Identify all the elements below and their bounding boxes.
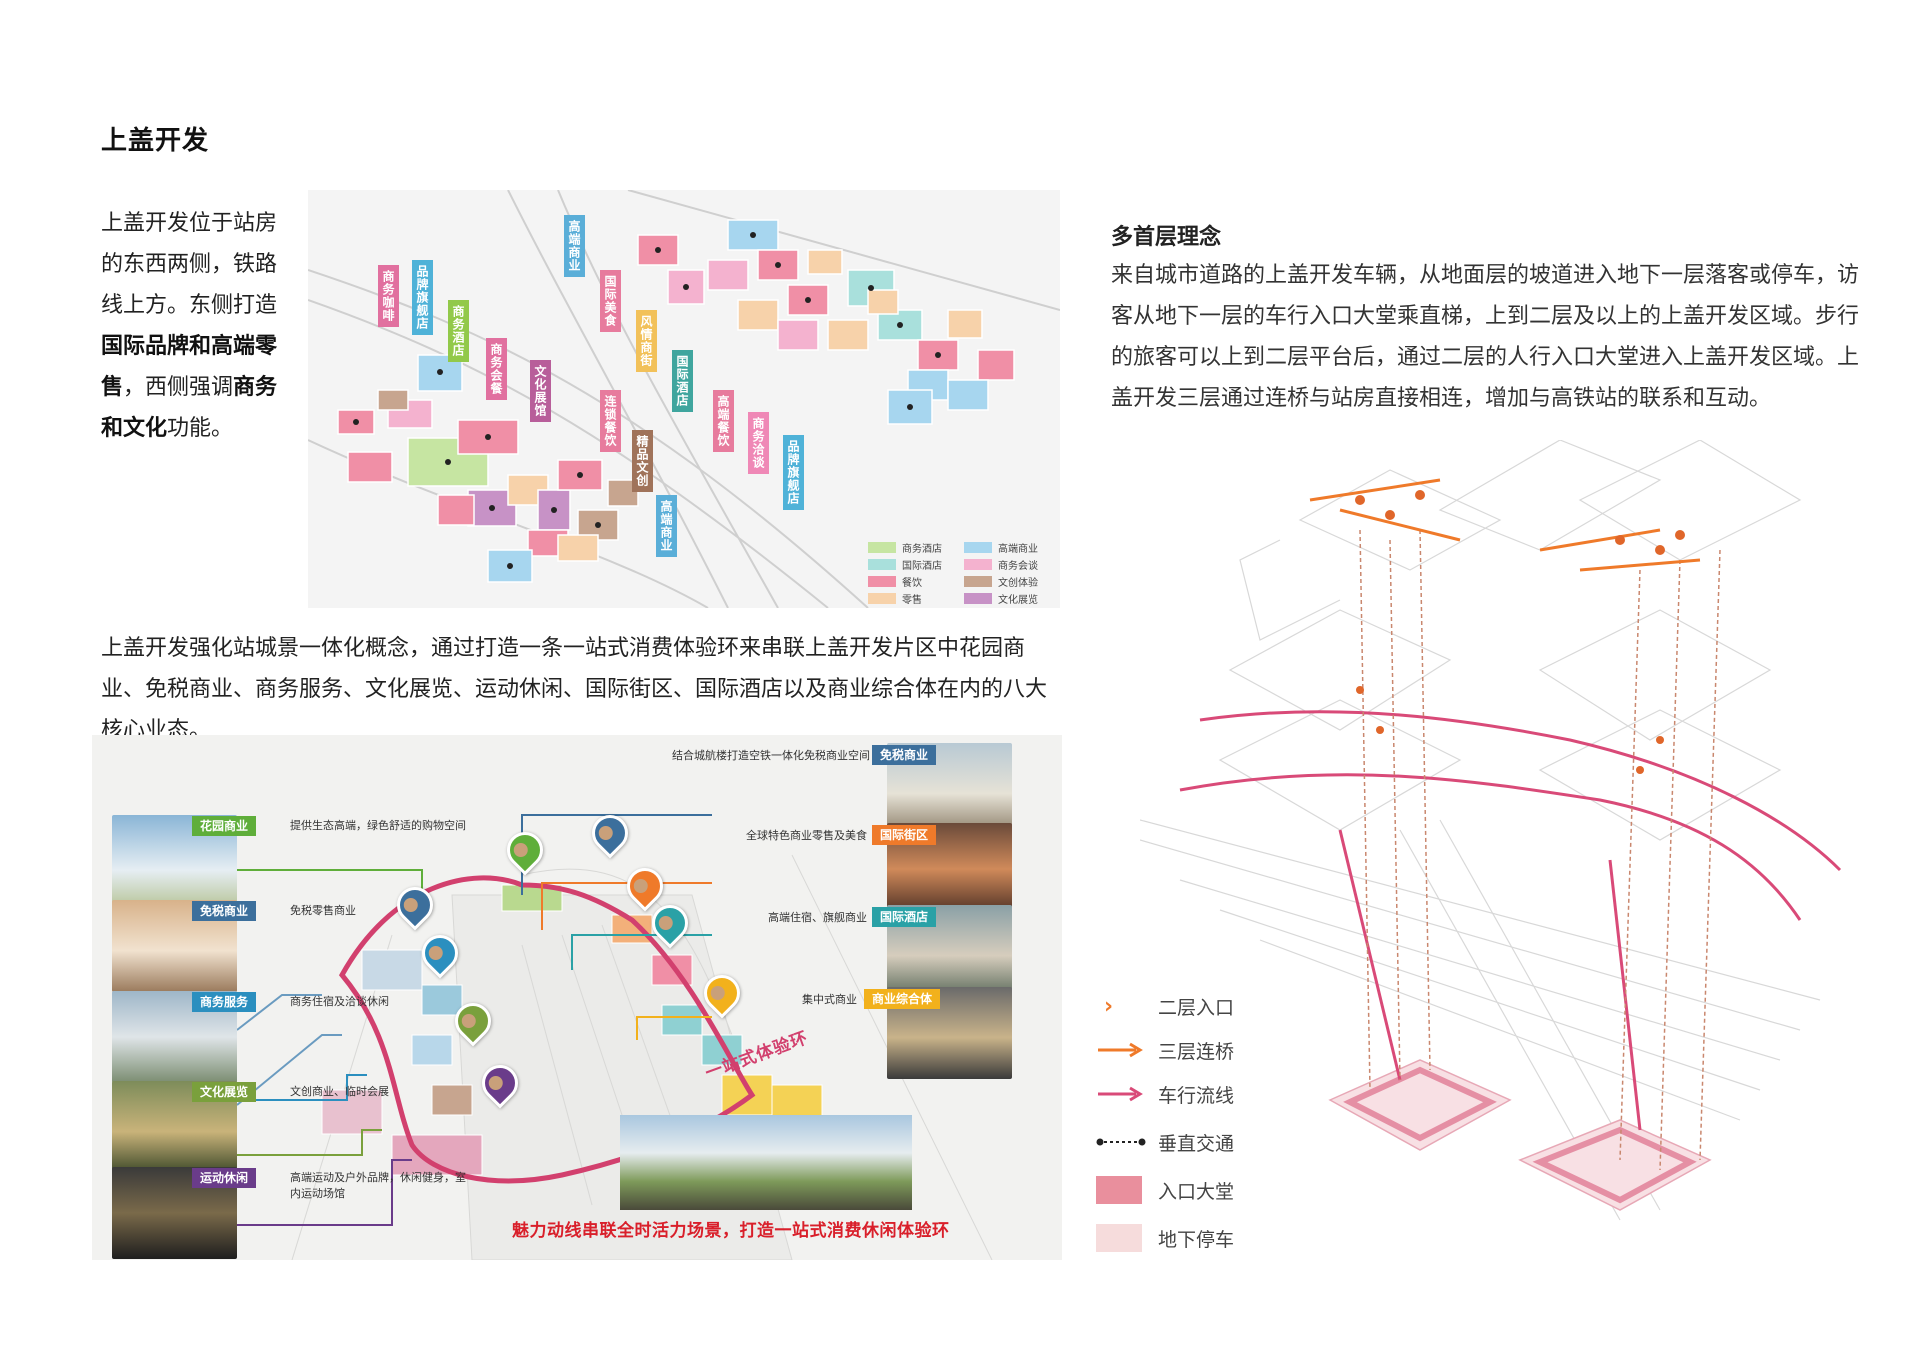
- legend-label: 地下停车: [1158, 1228, 1235, 1251]
- isometric-drawing: [1139, 439, 1842, 1221]
- category-desc-duty-free-east: 结合城航楼打造空铁一体化免税商业空间: [672, 749, 870, 762]
- map-label-intl-hotel: 国际酒店: [672, 350, 693, 412]
- map-label-high-end-retail-south: 高端商业: [656, 495, 677, 557]
- ring-slogan: 魅力动线串联全时活力场景，打造一站式消费休闲体验环: [512, 1221, 950, 1241]
- category-desc-sports: 高端运动及户外品牌，休闲健身，室内运动场馆: [290, 1171, 466, 1200]
- category-desc-duty-free-west: 免税零售商业: [290, 904, 356, 917]
- legend-row-third-floor-bridge: 三层连桥: [1096, 1036, 1234, 1064]
- chevron-right-icon: ›: [1104, 993, 1114, 1019]
- category-desc-intl-hotel: 高端住宿、旗舰商业: [768, 911, 867, 924]
- legend-label: 垂直交通: [1158, 1132, 1235, 1155]
- plaza-photo: [620, 1115, 912, 1210]
- map-label-high-end-dining: 高端餐饮: [713, 390, 734, 452]
- map-label-brand-flagship-west: 品牌旗舰店: [412, 260, 433, 335]
- legend-item-culture-experience: 文创体验: [964, 574, 1038, 589]
- map-label-business-dining: 商务会餐: [486, 338, 507, 400]
- legend-item-intl-hotel: 国际酒店: [868, 557, 942, 572]
- category-tag-duty-free-east: 免税商业: [872, 745, 937, 765]
- parking-swatch: [1096, 1224, 1142, 1252]
- map-label-high-end-retail-north: 高端商业: [564, 215, 585, 277]
- map-label-brand-flagship-east: 品牌旗舰店: [783, 435, 804, 510]
- map-label-business-talks: 商务洽谈: [748, 412, 769, 474]
- category-tag-sports: 运动休闲: [192, 1168, 257, 1188]
- legend-label: 三层连桥: [1158, 1040, 1235, 1063]
- category-tag-complex: 商业综合体: [864, 989, 941, 1009]
- lobby-swatch: [1096, 1176, 1142, 1204]
- intro-bold-1: 国际品牌和高端零售: [101, 334, 278, 400]
- legend-label: 车行流线: [1158, 1084, 1235, 1107]
- legend-row-underground-parking: 地下停车: [1096, 1224, 1234, 1252]
- category-tag-intl-hotel: 国际酒店: [872, 907, 937, 927]
- experience-ring-map: 花园商业 提供生态高端，绿色舒适的购物空间 免税商业 免税零售商业 商务服务 商…: [92, 735, 1062, 1260]
- concept-paragraph: 来自城市道路的上盖开发车辆，从地面层的坡道进入地下一层落客或停车，访客从地下一层…: [1111, 263, 1860, 411]
- category-tag-duty-free-west: 免税商业: [192, 901, 257, 921]
- legend-item-high-end-retail: 高端商业: [964, 540, 1038, 555]
- map-label-chain-dining: 连锁餐饮: [600, 390, 621, 452]
- category-tag-garden: 花园商业: [192, 816, 257, 836]
- legend-label: 二层入口: [1158, 996, 1235, 1019]
- legend-item-business-hotel: 商务酒店: [868, 540, 942, 555]
- legend-item-dining: 餐饮: [868, 574, 922, 589]
- loop-description-paragraph: 上盖开发强化站城景一体化概念，通过打造一条一站式消费体验环来串联上盖开发片区中花…: [101, 636, 1048, 743]
- page-title: 上盖开发: [101, 126, 210, 156]
- map-label-business-hotel: 商务酒店: [448, 300, 469, 362]
- category-desc-business: 商务住宿及洽谈休闲: [290, 995, 389, 1008]
- category-desc-culture: 文创商业、临时会展: [290, 1085, 389, 1098]
- legend-item-business-talks: 商务会谈: [964, 557, 1038, 572]
- map-label-style-street: 风情商街: [636, 310, 657, 372]
- category-desc-garden: 提供生态高端，绿色舒适的购物空间: [290, 819, 466, 832]
- ring-loop-path: [338, 875, 756, 1184]
- map-label-boutique-culture: 精品文创: [632, 430, 653, 492]
- dotted-line-icon: [1096, 1138, 1146, 1146]
- category-tag-business: 商务服务: [192, 992, 257, 1012]
- map-label-business-cafe: 商务咖啡: [378, 265, 399, 327]
- intro-paragraph: 上盖开发位于站房的东西两侧，铁路线上方。东侧打造国际品牌和高端零售，西侧强调商务…: [101, 203, 291, 449]
- pink-arrow-icon: [1098, 1086, 1143, 1102]
- orange-arrow-icon: [1098, 1042, 1143, 1058]
- intro-bold-2: 商务和文化: [101, 375, 278, 441]
- intro-text-2: ，西侧强调: [123, 375, 234, 400]
- legend-row-vertical-circulation: 垂直交通: [1096, 1128, 1234, 1156]
- intro-text-1: 上盖开发位于站房的东西两侧，铁路线上方。东侧打造: [101, 211, 278, 318]
- function-axonometric-map: 商务咖啡 品牌旗舰店 商务酒店 商务会餐 文化展馆 高端商业 国际美食 连锁餐饮…: [308, 190, 1060, 608]
- legend-row-second-floor-entry: › 二层入口: [1096, 992, 1234, 1020]
- map-label-intl-food: 国际美食: [600, 270, 621, 332]
- legend-item-retail: 零售: [868, 591, 922, 606]
- isometric-level-diagram: [1139, 439, 1920, 1280]
- legend-row-vehicle-flow: 车行流线: [1096, 1080, 1234, 1108]
- category-desc-intl-street: 全球特色商业零售及美食: [746, 829, 867, 842]
- map-label-culture-hall: 文化展馆: [530, 360, 551, 422]
- legend-row-entry-lobby: 入口大堂: [1096, 1176, 1234, 1204]
- category-desc-complex: 集中式商业: [802, 993, 857, 1006]
- legend-item-culture-exhibit: 文化展览: [964, 591, 1038, 606]
- legend-label: 入口大堂: [1158, 1180, 1235, 1203]
- intro-text-3: 功能。: [167, 416, 234, 441]
- concept-title: 多首层理念: [1111, 225, 1222, 250]
- category-tag-culture: 文化展览: [192, 1082, 257, 1102]
- category-tag-intl-street: 国际街区: [872, 825, 937, 845]
